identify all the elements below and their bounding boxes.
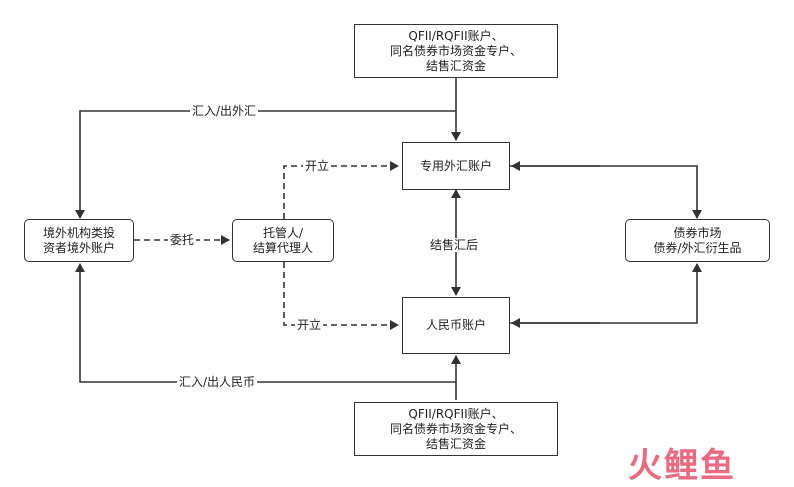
node-rmb-account: 人民币账户 [402,297,510,354]
node-qfii-bottom-line1: QFII/RQFII账户、 [408,406,504,421]
node-custodian-line2: 结算代理人 [252,240,313,255]
node-fx-account: 专用外汇账户 [402,142,510,190]
node-fx-account-label: 专用外汇账户 [419,158,492,173]
watermark-logo: 火鲤鱼 [628,446,736,486]
label-open-bottom: 开立 [295,318,324,332]
label-fx-settlement: 结售汇后 [428,238,481,252]
node-qfii-top-line3: 结售汇资金 [425,58,486,73]
node-custodian-line1: 托管人/ [262,225,304,240]
node-qfii-bottom-line2: 同名债券市场资金专户、 [389,421,522,436]
node-qfii-bottom: QFII/RQFII账户、 同名债券市场资金专户、 结售汇资金 [354,402,558,456]
node-custodian: 托管人/ 结算代理人 [232,219,334,262]
label-remit-rmb: 汇入/出人民币 [177,375,258,389]
node-rmb-account-label: 人民币账户 [425,318,486,332]
node-overseas-investor-line2: 资者境外账户 [42,240,115,255]
node-bond-market-line1: 债券市场 [673,225,722,240]
node-bond-market-line2: 债券/外汇衍生品 [653,240,742,255]
edge-fx-bond [510,165,702,219]
node-bond-market: 债券市场 债券/外汇衍生品 [625,219,770,262]
edge-open-rmb [283,262,399,330]
edge-open-fx [283,161,399,219]
node-overseas-investor: 境外机构类投 资者境外账户 [24,219,134,262]
node-qfii-top-line2: 同名债券市场资金专户、 [389,43,522,58]
node-qfii-bottom-line3: 结售汇资金 [425,436,486,451]
label-remit-fx: 汇入/出外汇 [190,104,259,118]
edge-rmb-bond [510,263,702,324]
node-qfii-top: QFII/RQFII账户、 同名债券市场资金专户、 结售汇资金 [354,24,558,78]
edge-remit-fx [75,110,456,219]
label-entrust: 委托 [168,233,197,247]
node-overseas-investor-line1: 境外机构类投 [42,225,115,240]
edge-remit-rmb [75,263,456,383]
label-open-top: 开立 [303,159,332,173]
node-qfii-top-line1: QFII/RQFII账户、 [408,28,504,43]
